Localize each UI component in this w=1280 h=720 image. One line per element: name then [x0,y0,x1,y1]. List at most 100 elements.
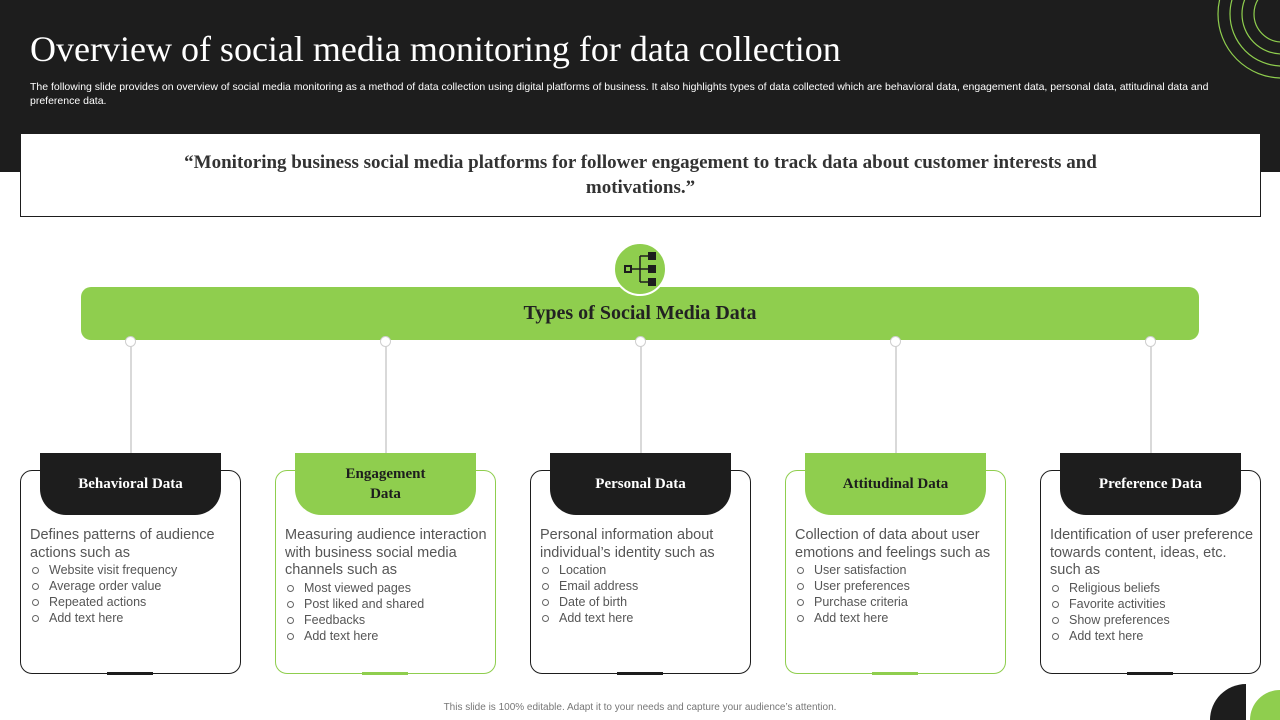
list-item: Email address [540,578,745,594]
list-item: Religious beliefs [1050,580,1255,596]
list-item: Website visit frequency [30,562,235,578]
card-title: Attitudinal Data [842,476,949,492]
connector-line [895,342,897,454]
connector-dot [635,336,646,347]
list-item: Add text here [285,628,490,644]
card-intro: Defines patterns of audience actions suc… [30,527,215,561]
list-item-text: Most viewed pages [304,580,412,595]
card-tab-personal: Personal Data [550,453,731,515]
list-item-text: Religious beliefs [1069,580,1161,595]
connector-dot [380,336,391,347]
hollow-circle-bullet-icon [32,599,39,606]
list-item: Repeated actions [30,594,235,610]
card-foot-accent [1127,672,1173,675]
card-intro: Identification of user preference toward… [1050,527,1254,578]
list-item-text: Show preferences [1069,612,1170,627]
list-item: Add text here [30,610,235,626]
types-title: Types of Social Media Data [523,302,757,324]
list-item-text: Add text here [49,611,124,625]
quote-box: “Monitoring business social media platfo… [20,133,1261,217]
list-item-text: Add text here [814,611,889,625]
list-item: Add text here [540,610,745,626]
list-item: Location [540,562,745,578]
card-body: Defines patterns of audience actions suc… [30,527,235,626]
card-body: Personal information about individual’s … [540,527,745,626]
list-item: Date of birth [540,594,745,610]
hollow-circle-bullet-icon [32,583,39,590]
hollow-circle-bullet-icon [542,567,549,574]
card-title: Personal Data [595,476,686,492]
list-item: Favorite activities [1050,596,1255,612]
list-item: Show preferences [1050,612,1255,628]
list-item-text: Post liked and shared [304,596,425,611]
hollow-circle-bullet-icon [287,616,294,624]
list-item-text: Add text here [304,628,379,643]
card-tab-attitudinal: Attitudinal Data [805,453,986,515]
hollow-circle-bullet-icon [797,615,804,622]
hollow-circle-bullet-icon [542,599,549,606]
hierarchy-tree-icon [613,242,667,296]
card-tab-engagement: Engagement Data [295,453,476,515]
hollow-circle-bullet-icon [1052,632,1059,640]
slide-subtitle: The following slide provides on overview… [30,81,1209,107]
list-item-text: Feedbacks [304,612,366,627]
card-list: Website visit frequency Average order va… [30,562,235,626]
list-item: User satisfaction [795,562,1000,578]
hollow-circle-bullet-icon [1052,616,1059,624]
hollow-circle-bullet-icon [287,600,294,608]
list-item: Purchase criteria [795,594,1000,610]
list-item-text: Website visit frequency [49,563,178,577]
connector-line [1150,342,1152,454]
slide-title: Overview of social media monitoring for … [30,29,841,69]
hollow-circle-bullet-icon [32,567,39,574]
list-item-text: Favorite activities [1069,596,1166,611]
footer-note: This slide is 100% editable. Adapt it to… [443,702,837,713]
card-list: User satisfaction User preferences Purch… [795,562,1000,626]
connector-line [130,342,132,454]
list-item: Most viewed pages [285,580,490,596]
card-title: Engagement Data [345,466,426,502]
list-item-text: Repeated actions [49,595,147,609]
list-item-text: Location [559,563,607,577]
connector-dot [890,336,901,347]
card-intro: Collection of data about user emotions a… [795,527,991,561]
list-item-text: Add text here [1069,628,1144,643]
hollow-circle-bullet-icon [542,615,549,622]
card-list: Most viewed pages Post liked and shared … [285,580,490,644]
list-item-text: Purchase criteria [814,595,908,609]
list-item: Add text here [1050,628,1255,644]
hollow-circle-bullet-icon [797,567,804,574]
card-list: Location Email address Date of birth Add… [540,562,745,626]
hollow-circle-bullet-icon [32,615,39,622]
hollow-circle-bullet-icon [797,583,804,590]
list-item-text: User preferences [814,579,910,593]
connector-line [640,342,642,454]
hollow-circle-bullet-icon [1052,584,1059,592]
list-item: Average order value [30,578,235,594]
card-body: Collection of data about user emotions a… [795,527,1000,626]
card-body: Identification of user preference toward… [1050,527,1255,644]
card-tab-behavioral: Behavioral Data [40,453,221,515]
card-foot-accent [362,672,408,675]
card-list: Religious beliefs Favorite activities Sh… [1050,580,1255,644]
card-title: Behavioral Data [78,476,183,492]
card-foot-accent [617,672,663,675]
hollow-circle-bullet-icon [287,584,294,592]
list-item: User preferences [795,578,1000,594]
decorative-rings-icon [1210,0,1280,100]
hollow-circle-bullet-icon [287,632,294,640]
card-foot-accent [872,672,918,675]
list-item: Add text here [795,610,1000,626]
quote-text: “Monitoring business social media platfo… [184,152,1097,198]
card-tab-preference: Preference Data [1060,453,1241,515]
list-item: Feedbacks [285,612,490,628]
card-title: Preference Data [1098,476,1203,492]
list-item-text: Email address [559,579,639,593]
card-body: Measuring audience interaction with busi… [285,527,490,644]
list-item-text: Add text here [559,611,634,625]
card-foot-accent [107,672,153,675]
connector-dot [1145,336,1156,347]
card-intro: Personal information about individual’s … [540,527,715,561]
list-item-text: Date of birth [559,595,628,609]
hollow-circle-bullet-icon [542,583,549,590]
